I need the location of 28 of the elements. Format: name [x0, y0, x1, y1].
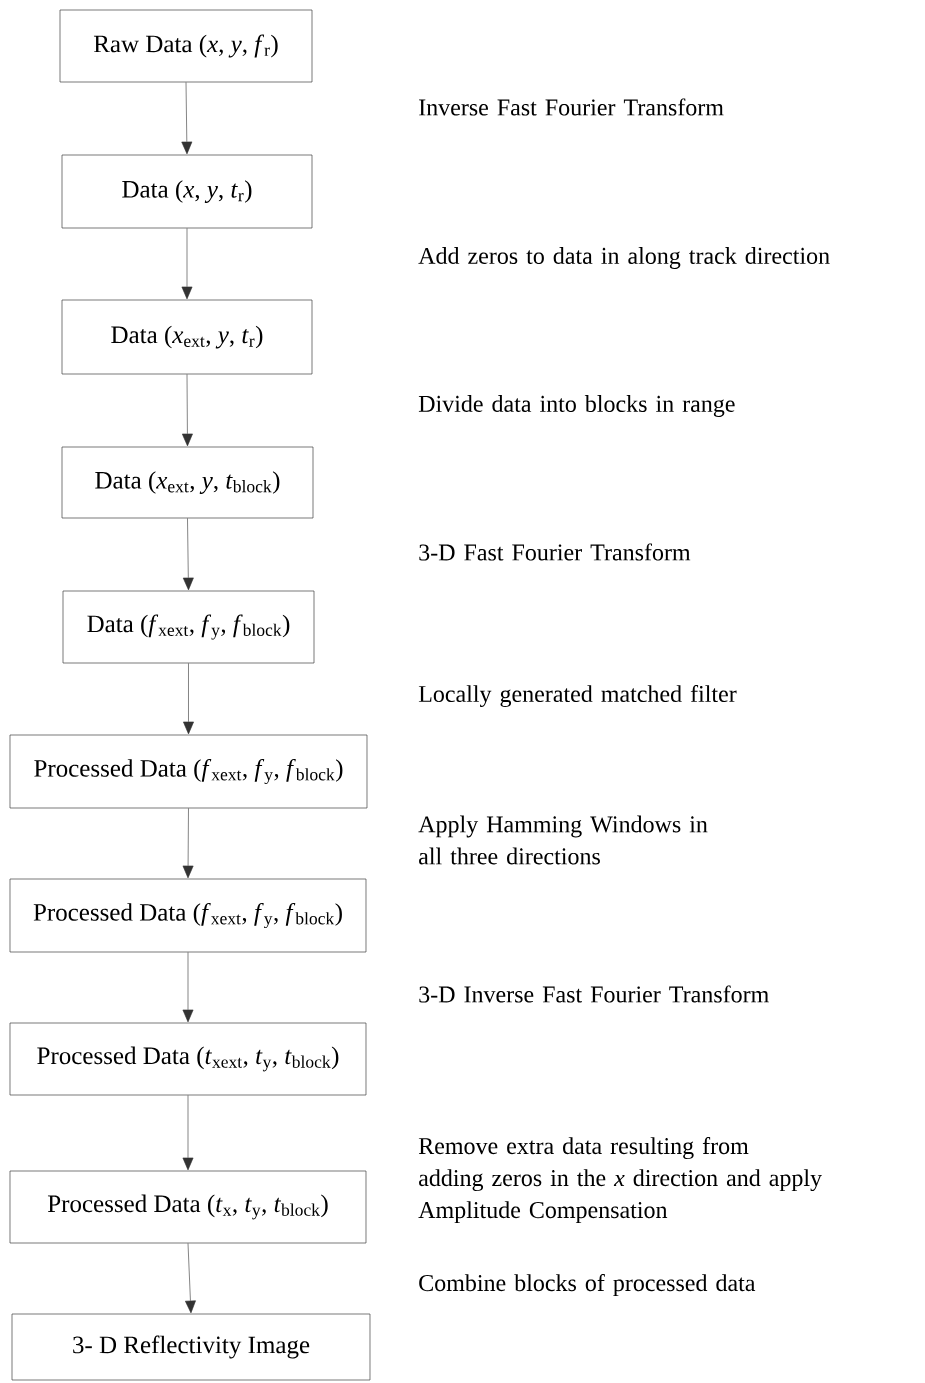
arrow [181, 82, 193, 155]
process-box: Raw Data (x, y, f$_{r}$) [59, 9, 313, 83]
process-box: Processed Data (f$_{xext}$, f$_{y}$, f$_{block}$) [9, 734, 368, 809]
arrow [182, 518, 194, 591]
arrow [182, 808, 194, 879]
process-box: 3- D Reflectivity Image [11, 1313, 371, 1381]
process-box: Data (f$_{xext}$, f$_{y}$, f$_{block}$) [62, 590, 315, 664]
step-label: Combine blocks of processed data [419, 1274, 756, 1296]
arrow [185, 1243, 196, 1314]
step-label: Inverse Fast Fourier Transform [419, 98, 724, 116]
process-box: Data (x$_{ext}$, y, t$_{r}$) [61, 299, 313, 375]
arrow [181, 228, 193, 300]
step-label: Apply Hamming Windows in all three directions [418, 815, 708, 865]
step-label: 3-D Fast Fourier Transform [419, 543, 691, 561]
arrow [182, 1095, 194, 1171]
step-label: Locally generated matched filter [418, 685, 737, 708]
arrow [182, 952, 194, 1023]
process-box: Processed Data (f$_{xext}$, f$_{y}$, f$_{block}$) [9, 878, 367, 953]
step-label: Remove extra data resulting from adding zeros in the x direction and apply Amplitude Compensation [418, 1137, 822, 1223]
process-box: Processed Data (t$_{x}$, t$_{y}$, t$_{block}$) [9, 1170, 367, 1244]
process-box: Data (x$_{ext}$, y, t$_{block}$) [61, 446, 314, 519]
step-label: Add zeros to data in along track direction [418, 247, 830, 269]
arrow [183, 663, 194, 735]
process-box: Processed Data (t$_{xext}$, t$_{y}$, t$_{block}$) [9, 1022, 367, 1096]
step-label: Divide data into blocks in range [418, 395, 735, 417]
process-box: Data (x, y, t$_{r}$) [61, 154, 313, 229]
arrow [182, 374, 193, 447]
step-label: 3-D Inverse Fast Fourier Transform [419, 985, 769, 1003]
